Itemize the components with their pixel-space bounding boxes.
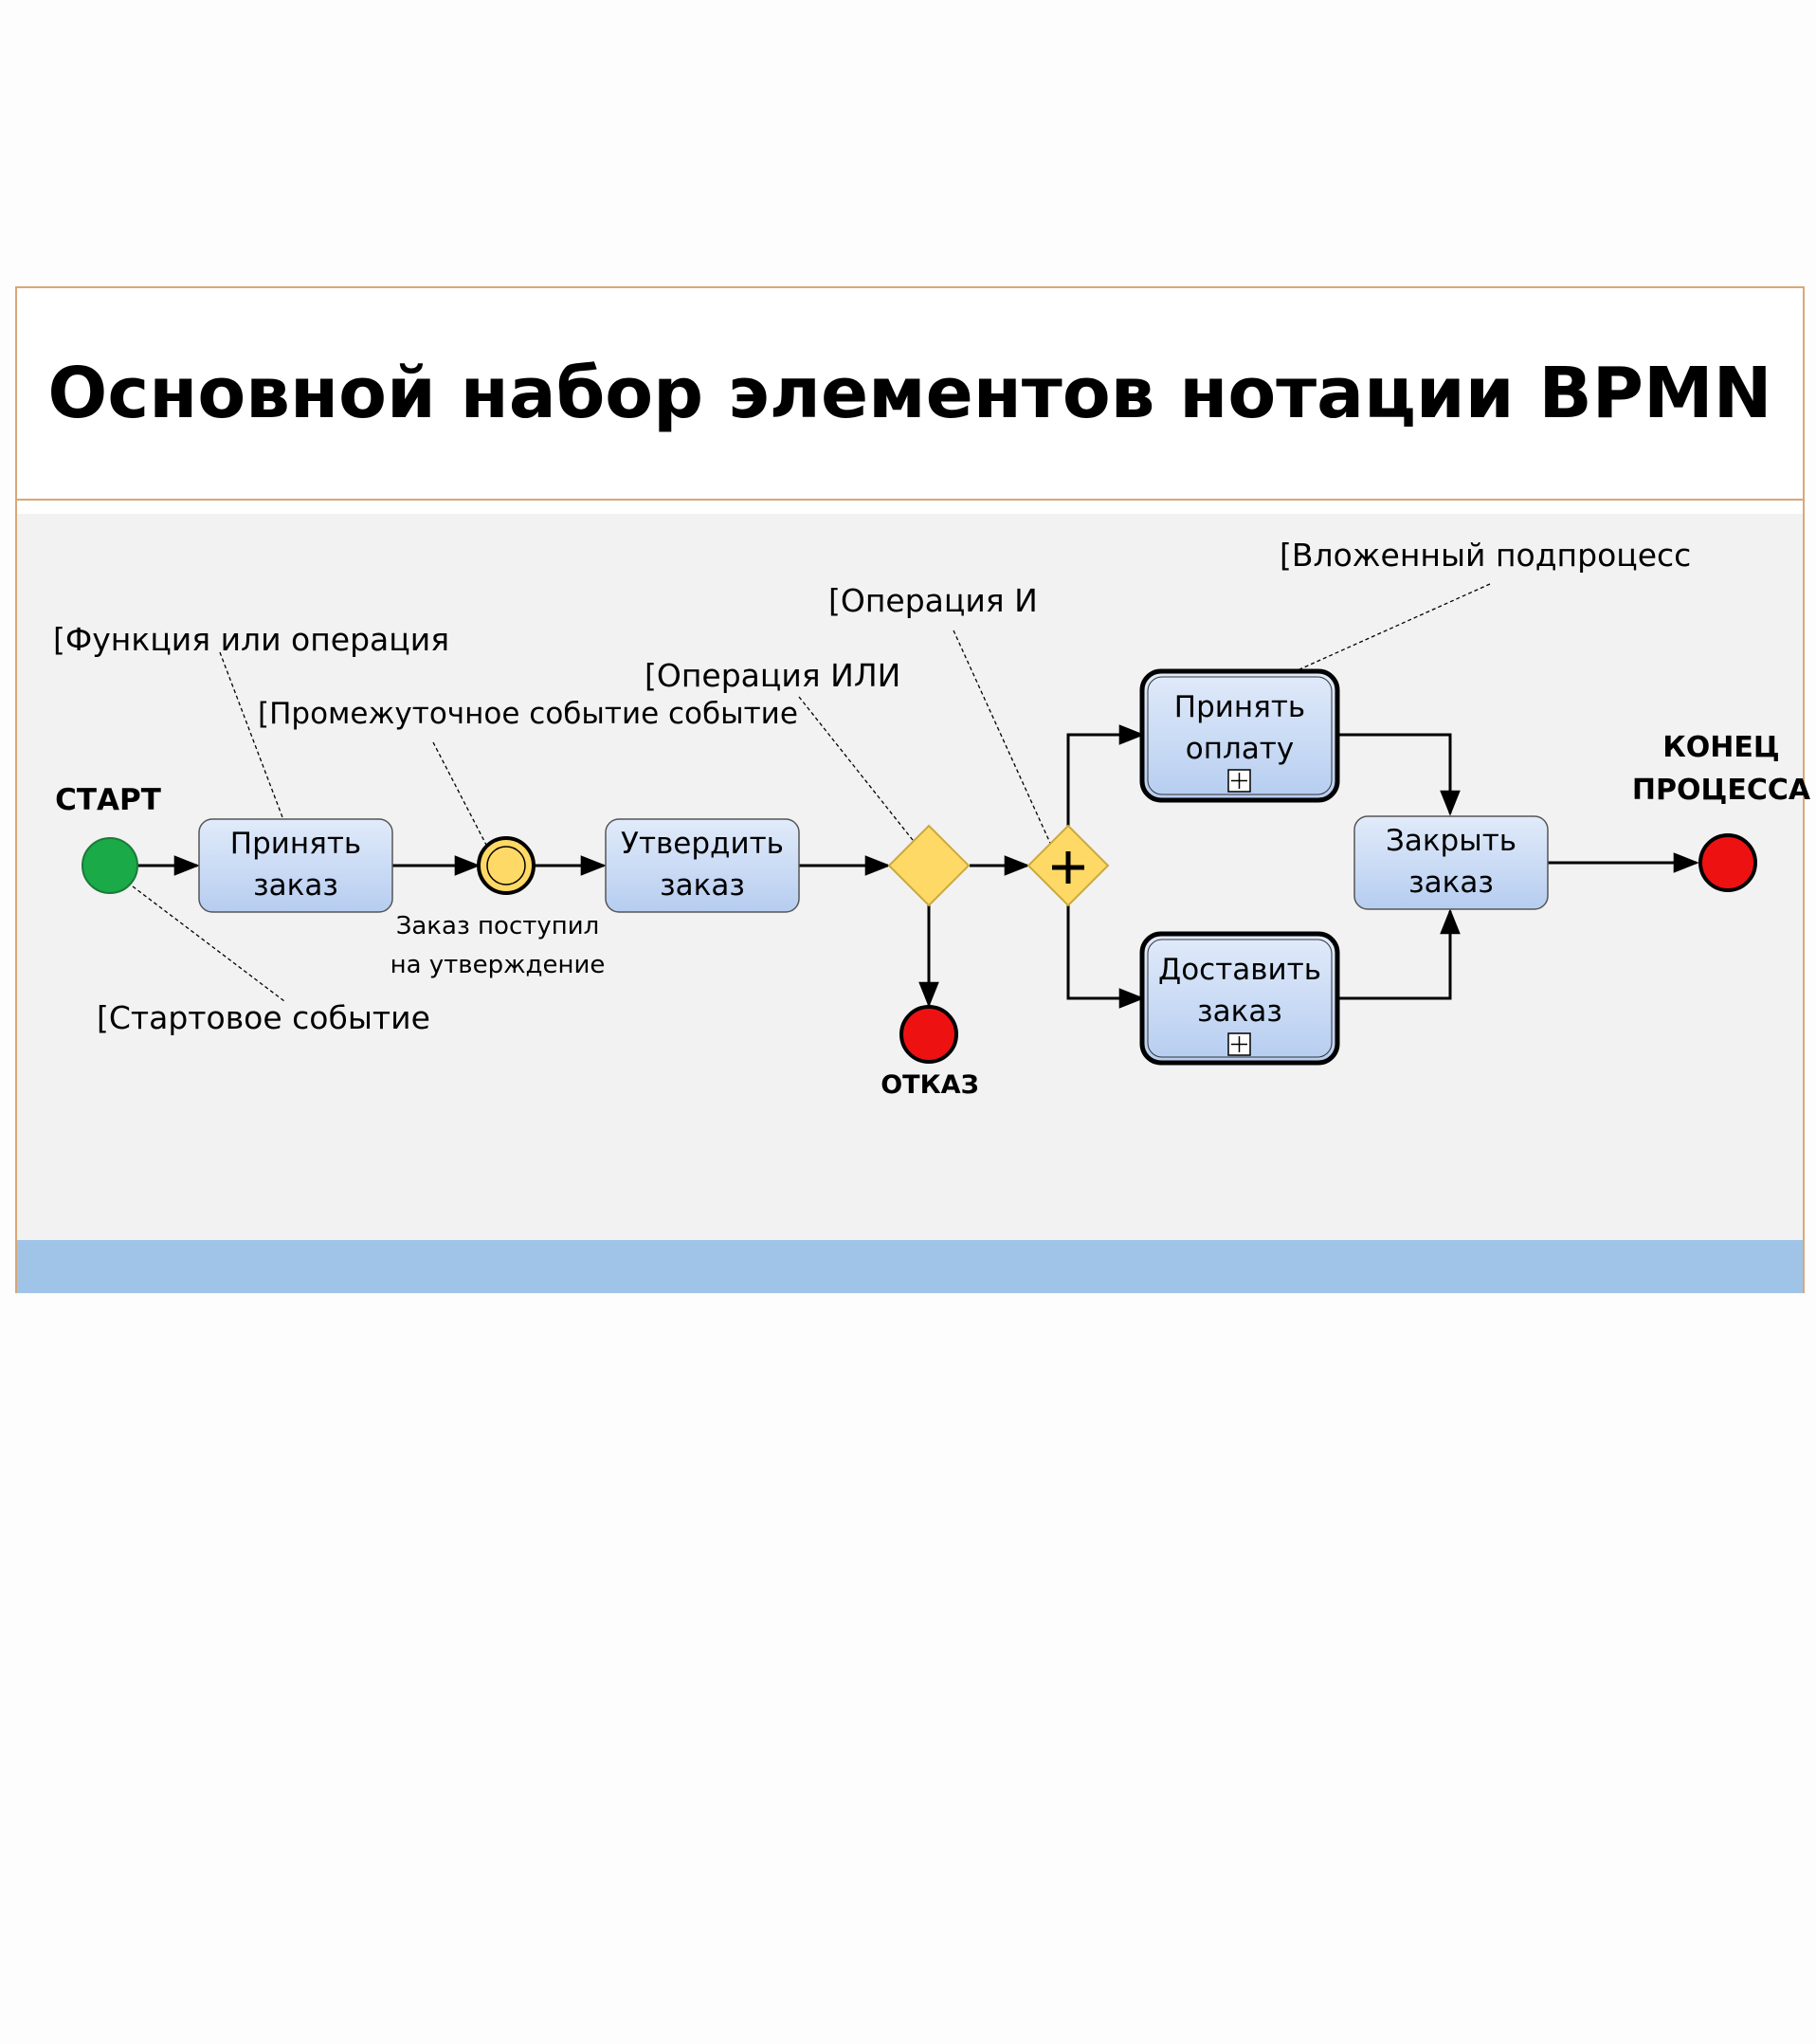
leader-function	[219, 651, 283, 818]
leader-subprocess	[1252, 583, 1491, 691]
end-event-icon	[1698, 833, 1757, 892]
subprocess-deliver-order-line2: заказ	[1197, 995, 1282, 1029]
flow-and-deliver	[1066, 905, 1145, 1009]
annotation-or-gateway: [Операция ИЛИ	[645, 657, 900, 694]
flow-and-payment	[1066, 724, 1145, 826]
annotation-subprocess: [Вложенный подпроцесс	[1280, 537, 1691, 574]
task-approve-order: Утвердить заказ	[605, 818, 800, 913]
subprocess-deliver-order-line1: Доставить	[1158, 953, 1321, 987]
intermediate-caption-line1: Заказ поступил	[396, 912, 600, 940]
slide-title: Основной набор элементов нотации BPMN	[47, 353, 1772, 434]
subprocess-accept-payment-line2: оплату	[1186, 732, 1294, 766]
subprocess-accept-payment: Принять оплату	[1139, 668, 1340, 803]
annotation-and-gateway: [Операция И	[828, 582, 1038, 619]
task-accept-order-line2: заказ	[253, 868, 338, 903]
leader-start	[132, 885, 285, 1002]
annotation-function: [Функция или операция	[53, 621, 449, 658]
task-close-order: Закрыть заказ	[1353, 815, 1549, 910]
end-label-line1: КОНЕЦ	[1662, 731, 1779, 764]
task-approve-order-line2: заказ	[660, 868, 745, 903]
task-close-order-line2: заказ	[1408, 866, 1494, 900]
expand-plus-icon	[1227, 769, 1251, 793]
annotation-start-event: [Стартовое событие	[97, 999, 430, 1036]
or-gateway-icon	[887, 824, 971, 907]
flow-payment-close	[1338, 733, 1461, 816]
expand-plus-icon	[1227, 1032, 1251, 1056]
reject-label: ОТКАЗ	[881, 1070, 979, 1100]
footer-bar	[17, 1240, 1803, 1293]
start-label: СТАРТ	[55, 783, 161, 817]
leader-and	[953, 630, 1055, 852]
end-label-line2: ПРОЦЕССА	[1632, 774, 1811, 807]
task-approve-order-line1: Утвердить	[621, 827, 784, 861]
leader-or	[798, 696, 932, 864]
title-divider	[17, 499, 1803, 501]
task-close-order-line1: Закрыть	[1386, 824, 1516, 858]
reject-end-event-icon	[899, 1005, 958, 1064]
sequence-flows	[137, 724, 1699, 1009]
annotation-intermediate: [Промежуточное событие событие	[258, 697, 798, 731]
task-accept-order-line1: Принять	[230, 827, 361, 861]
leader-intermediate	[432, 741, 488, 848]
flow-deliver-close	[1338, 908, 1461, 1000]
subprocess-accept-payment-line1: Принять	[1174, 690, 1305, 724]
start-event-icon	[82, 837, 138, 894]
intermediate-event-icon	[477, 836, 536, 895]
task-accept-order: Принять заказ	[198, 818, 393, 913]
subprocess-deliver-order: Доставить заказ	[1139, 931, 1340, 1066]
intermediate-caption-line2: на утверждение	[390, 951, 606, 979]
and-gateway-icon	[1026, 824, 1110, 907]
annotation-leaders	[132, 583, 1491, 1002]
